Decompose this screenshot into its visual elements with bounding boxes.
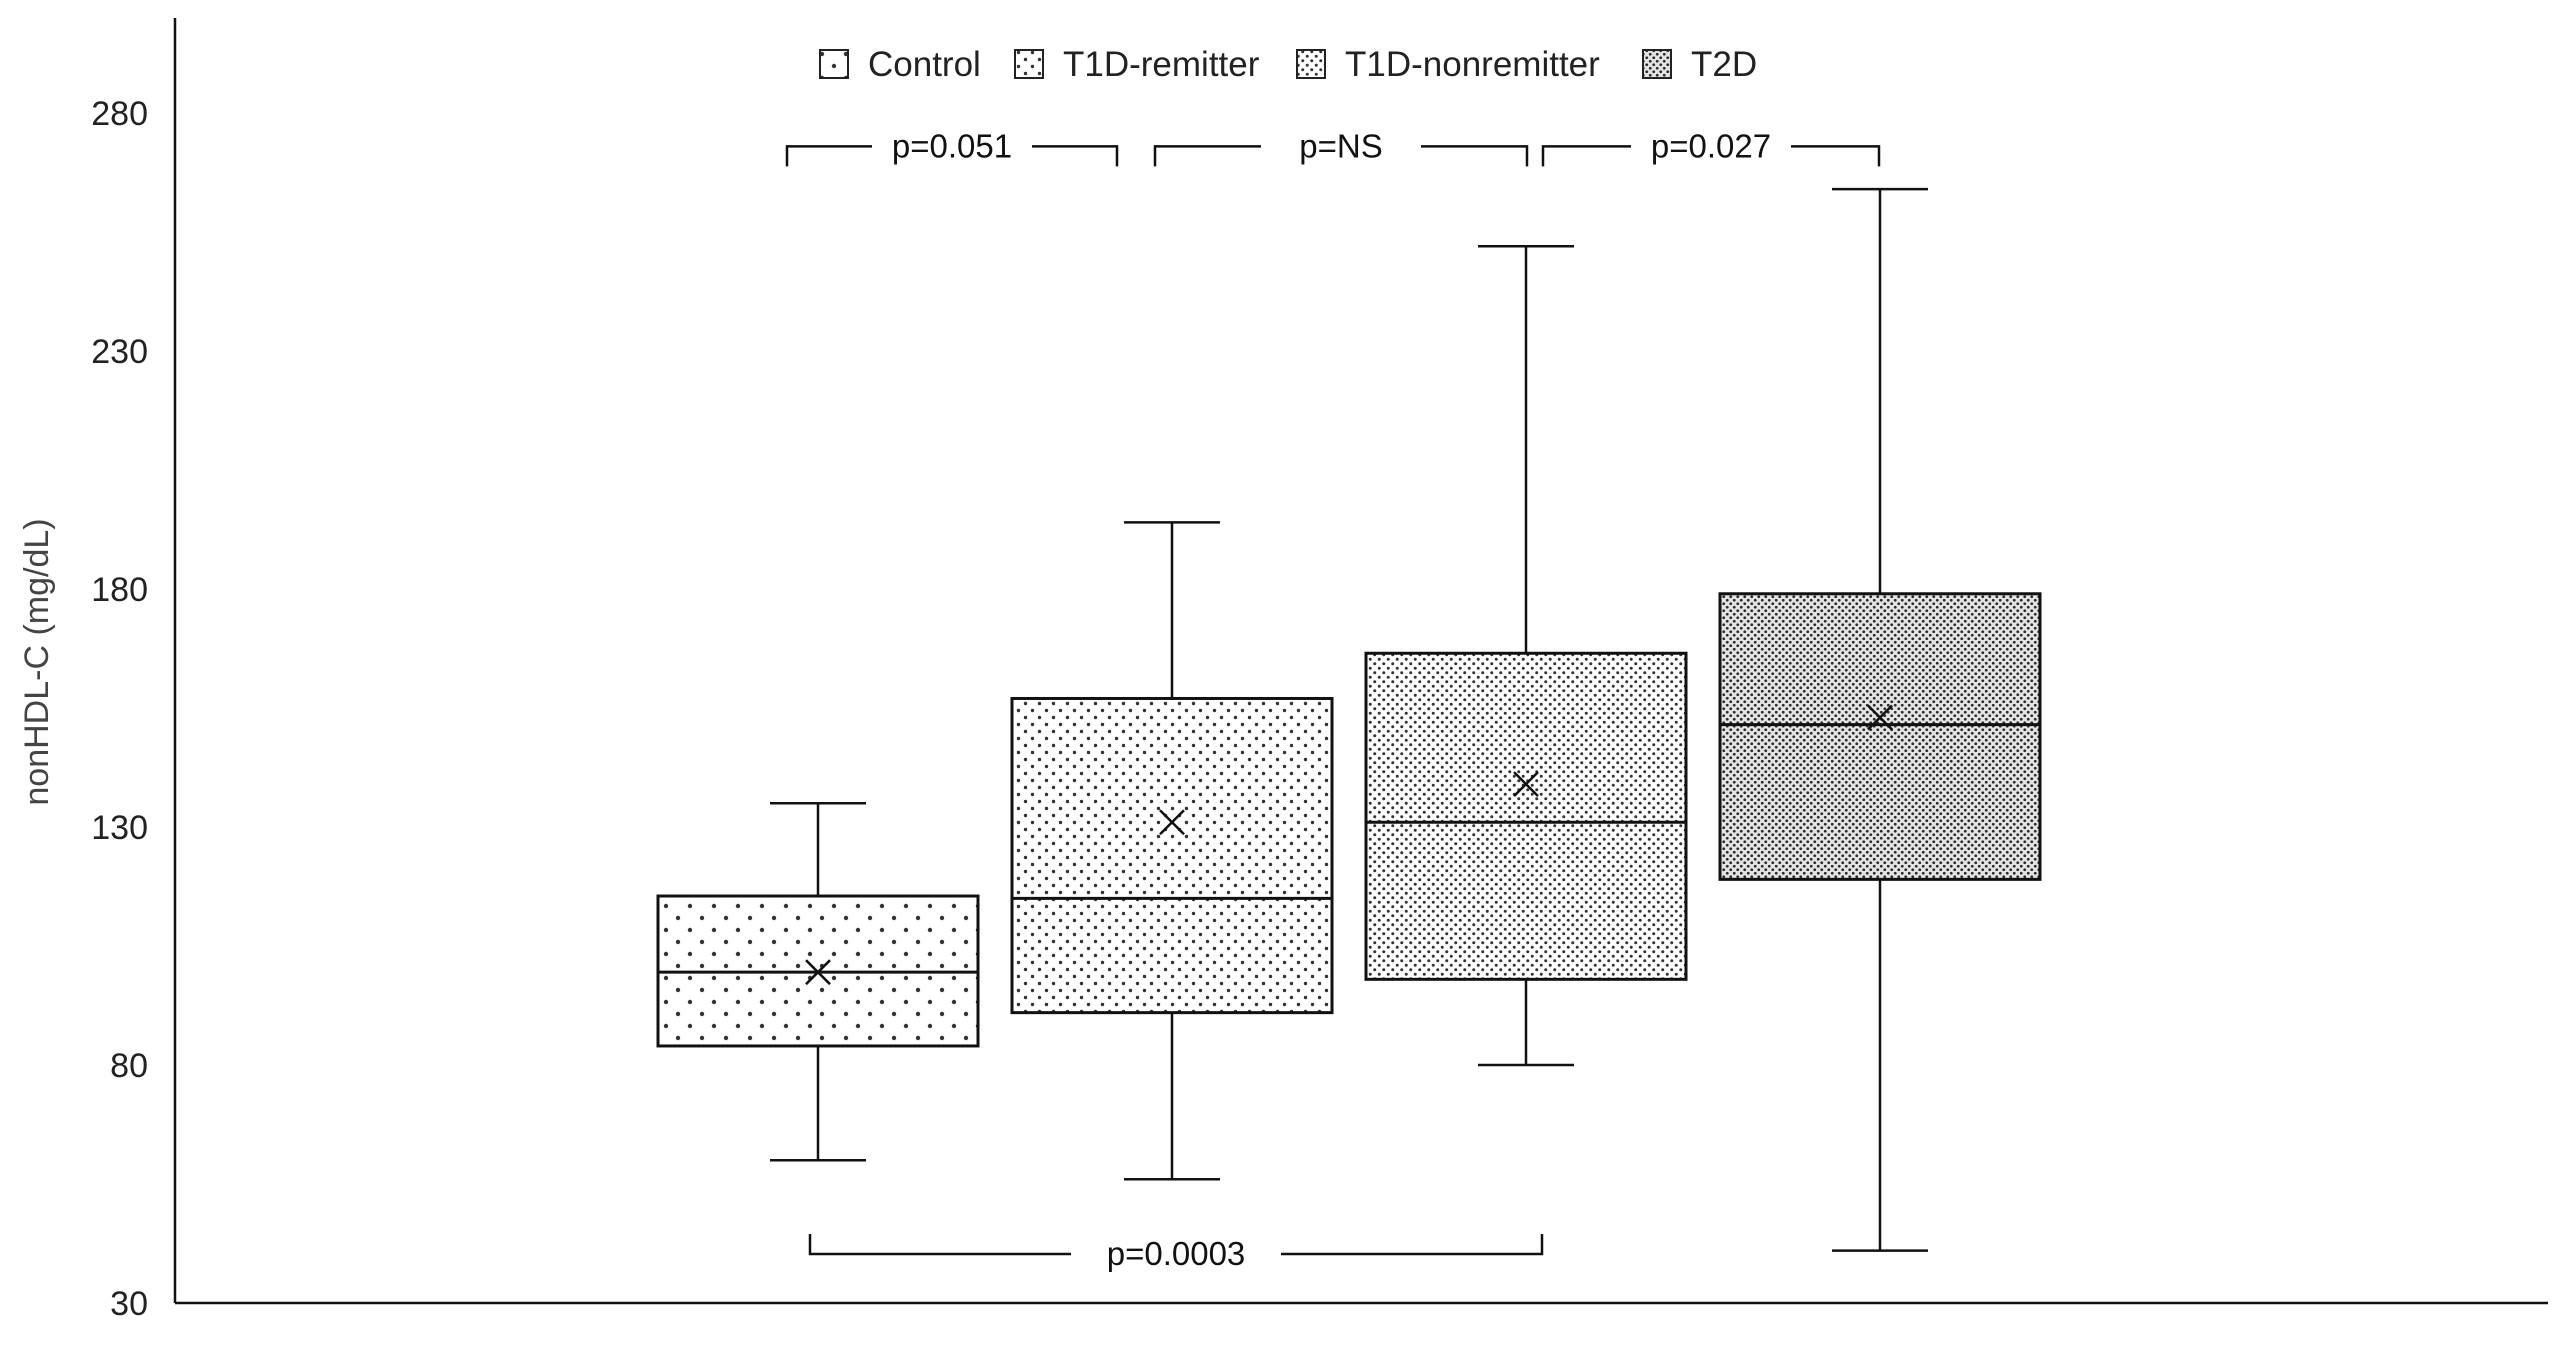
box-group — [1718, 187, 2042, 1252]
box-iqr — [1718, 592, 2042, 881]
bracket-right — [1032, 145, 1119, 167]
y-tick-label: 80 — [110, 1047, 148, 1085]
significance-bracket: p=0.0003 — [808, 1234, 1544, 1272]
mean-marker — [805, 959, 831, 986]
y-axis-title: nonHDL-C (mg/dL) — [18, 518, 56, 805]
bracket-left — [1153, 145, 1261, 167]
y-tick-label: 280 — [91, 95, 148, 133]
axes — [173, 18, 2548, 1305]
mean-marker — [1159, 809, 1185, 836]
significance-annotations: p=0.051 p=NS p=0.027 p=0.0003 — [785, 127, 1881, 1272]
significance-bracket: p=0.051 — [785, 127, 1119, 167]
bracket-right — [1281, 1234, 1544, 1256]
bracket-right — [1791, 145, 1881, 167]
legend-item: T1D-nonremitter — [1296, 45, 1600, 84]
significance-bracket: p=NS — [1153, 127, 1529, 167]
mean-marker — [1867, 704, 1893, 731]
bracket-right — [1421, 145, 1529, 167]
p-value-label: p=NS — [1299, 127, 1382, 164]
legend-label: T2D — [1691, 45, 1757, 84]
box-iqr — [1364, 651, 1688, 981]
box-group — [1364, 245, 1688, 1067]
y-tick-label: 30 — [110, 1285, 148, 1323]
legend-label: T1D-remitter — [1063, 45, 1260, 84]
box-iqr — [1010, 696, 1334, 1015]
legend-item: Control — [819, 45, 981, 84]
p-value-label: p=0.051 — [892, 127, 1012, 164]
bracket-left — [1541, 145, 1631, 167]
bracket-left — [785, 145, 872, 167]
box-series — [656, 187, 2042, 1252]
y-tick-labels: 30 80 130 180 230 280 — [91, 95, 148, 1323]
legend-swatch — [1296, 49, 1326, 79]
legend-label: Control — [868, 45, 981, 84]
p-value-label: p=0.027 — [1651, 127, 1771, 164]
significance-bracket: p=0.027 — [1541, 127, 1881, 167]
legend-item: T2D — [1642, 45, 1757, 84]
y-tick-label: 230 — [91, 333, 148, 371]
legend-label: T1D-nonremitter — [1345, 45, 1600, 84]
y-tick-label: 130 — [91, 809, 148, 847]
mean-marker — [1513, 771, 1539, 798]
legend-swatch — [1642, 49, 1672, 79]
box-group — [1010, 521, 1334, 1181]
legend-swatch — [819, 49, 849, 79]
y-tick-label: 180 — [91, 571, 148, 609]
legend: Control T1D-remitter T1D-nonremitter T2D — [819, 45, 1757, 84]
p-value-label: p=0.0003 — [1107, 1235, 1246, 1272]
legend-swatch — [1014, 49, 1044, 79]
legend-item: T1D-remitter — [1014, 45, 1260, 84]
bracket-left — [808, 1234, 1071, 1256]
box-group — [656, 801, 980, 1162]
